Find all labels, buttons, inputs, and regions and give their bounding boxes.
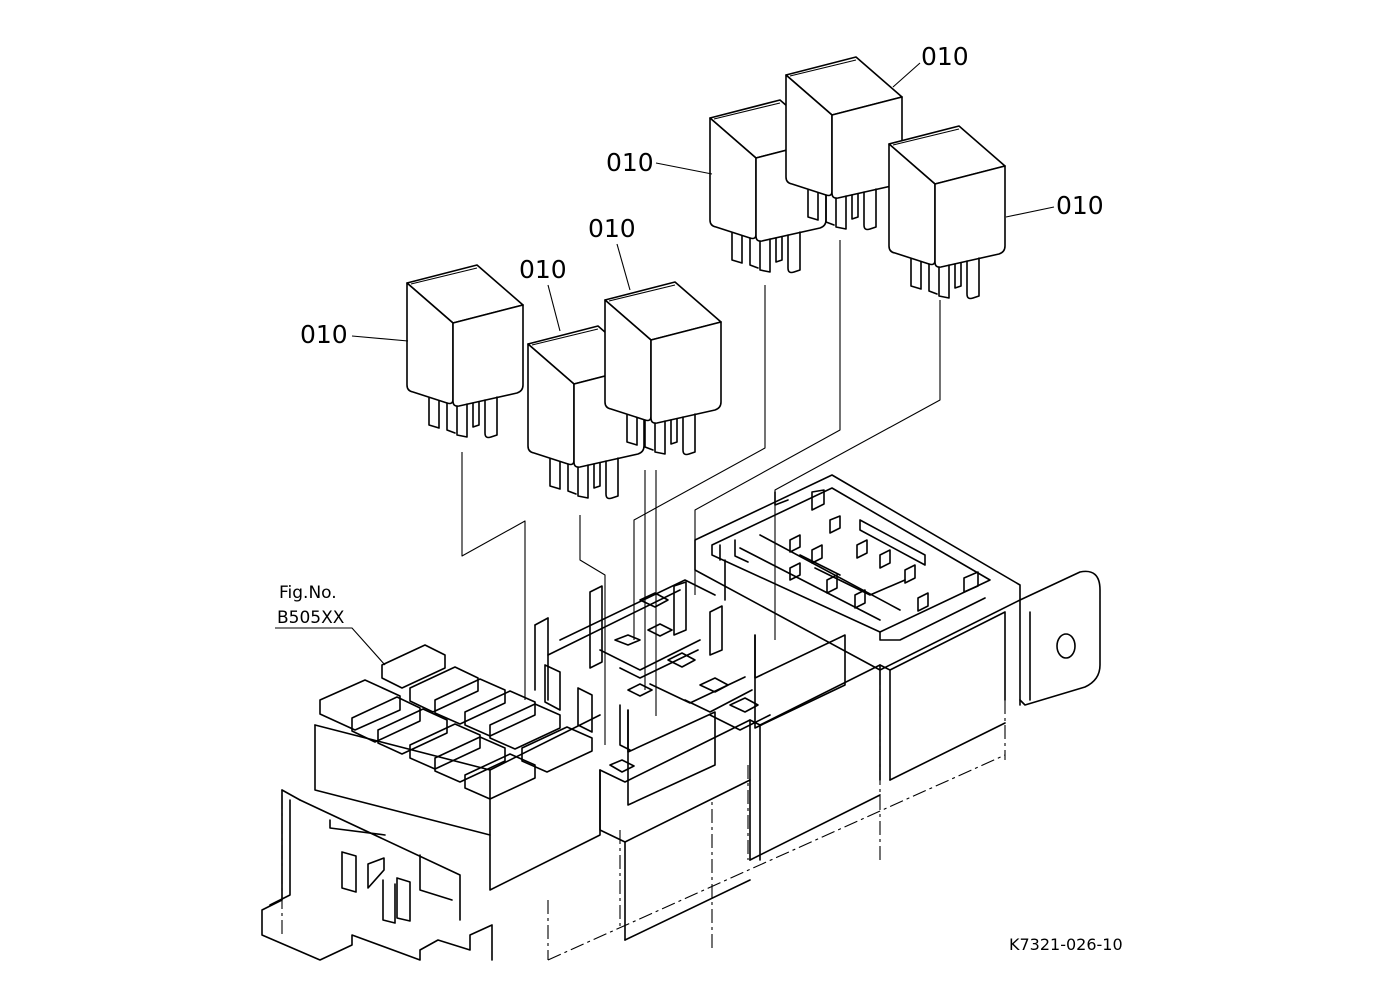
fig-no-label: Fig.No.: [279, 583, 337, 603]
part-label-relay-6: 010: [1056, 191, 1104, 220]
part-label-relay-2: 010: [519, 255, 567, 284]
part-callouts: 010 010 010 010 010 010: [300, 42, 1104, 349]
fig-ref-code: B505XX: [277, 608, 345, 628]
part-label-relay-4: 010: [606, 148, 654, 177]
relay-6[interactable]: [888, 125, 1006, 300]
drawing-code: K7321-026-10: [1009, 935, 1123, 954]
fig-ref-underline: [275, 627, 386, 666]
part-label-relay-5: 010: [921, 42, 969, 71]
part-label-relay-3: 010: [588, 214, 636, 243]
relay-1[interactable]: [406, 264, 524, 439]
fuse-box-body: [261, 474, 1101, 961]
part-label-relay-1: 010: [300, 320, 348, 349]
figure-reference: Fig.No. B505XX: [275, 583, 386, 666]
